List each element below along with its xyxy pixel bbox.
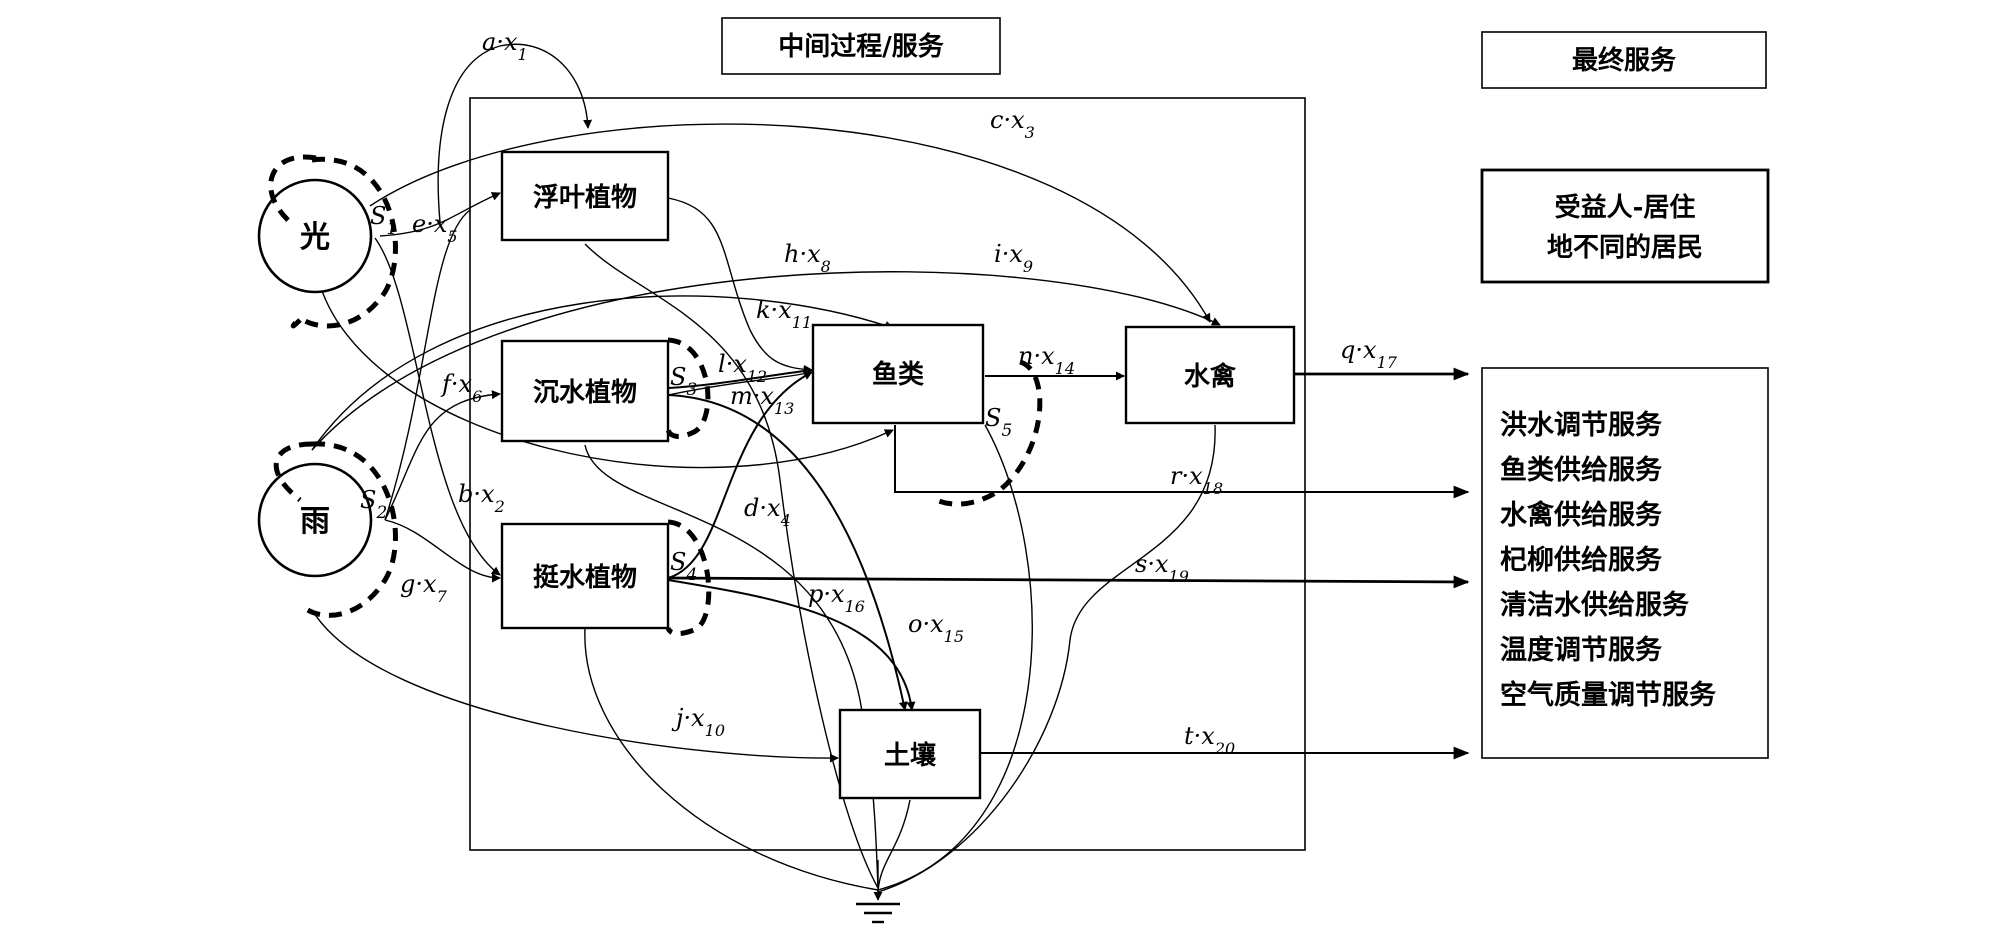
store-s4-arc [665,519,712,637]
emergent-plants-node: 挺水植物 [500,522,670,630]
beneficiary-line2: 地不同的居民 [1547,232,1703,263]
service-item: 洪水调节服务 [1500,410,1662,441]
flow-label-b: b·x2 [458,480,505,516]
soil-label: 土壤 [884,740,937,771]
intermediate-process-frame [469,97,1306,851]
store-s2-arc [300,441,398,618]
store-s1-arc [298,156,398,329]
rain-source: 雨 [257,462,373,578]
store-s1-label: S1 [370,202,397,239]
soil-node: 土壤 [838,708,982,800]
service-item: 水禽供给服务 [1500,499,1662,531]
flow-label-g: g·x7 [400,570,448,606]
floating-plants-node: 浮叶植物 [500,150,670,242]
flow-label-m: m·x13 [730,382,794,418]
flow-label-e: e·x5 [412,210,458,246]
store-s2-arc-left [273,441,313,502]
flow-label-t: t·x20 [1184,722,1235,758]
flow-label-a: a·x1 [482,28,528,64]
service-item: 空气质量调节服务 [1500,679,1716,711]
store-s5-label: S5 [985,404,1012,441]
service-item: 清洁水供给服务 [1500,590,1689,621]
beneficiary-box: 受益人-居住 地不同的居民 [1480,168,1770,284]
store-s5-arc [930,359,1043,507]
ground-sink-icon [856,902,900,924]
flow-label-o: o·x15 [908,610,964,646]
final-services-box: 洪水调节服务鱼类供给服务水禽供给服务杞柳供给服务清洁水供给服务温度调节服务空气质… [1481,367,1769,759]
light-source: 光 [257,178,373,294]
flow-label-n: n·x14 [1018,342,1075,378]
service-item: 杞柳供给服务 [1500,545,1662,576]
flow-label-c: c·x3 [990,106,1035,142]
thin-flow-lines [311,43,1221,901]
storage-arcs [268,154,1043,637]
flow-label-s: s·x19 [1135,550,1189,586]
header-intermediate-label: 中间过程/服务 [778,32,944,62]
store-s2-label: S2 [360,486,387,523]
waterfowl-node: 水禽 [1124,325,1296,425]
service-item: 温度调节服务 [1500,634,1662,666]
flow-label-k: k·x11 [756,296,812,332]
flow-label-r: r·x18 [1170,462,1223,498]
header-final-label: 最终服务 [1572,45,1676,76]
store-labels: S1 S2 S3 S4 S5 [360,202,1012,585]
services-list: 洪水调节服务鱼类供给服务水禽供给服务杞柳供给服务清洁水供给服务温度调节服务空气质… [1500,410,1716,711]
submerged-plants-node: 沉水植物 [500,339,670,443]
fish-label: 鱼类 [872,360,924,390]
fish-node: 鱼类 [811,323,985,425]
flow-labels: a·x1 c·x3 e·x5 f·x6 b·x2 g·x7 h·x8 i·x9 k·x11 l·x… [400,28,1398,758]
flow-label-i: i·x9 [994,240,1033,276]
header-intermediate: 中间过程/服务 [721,17,1001,75]
light-source-label: 光 [300,220,330,255]
beneficiary-line1: 受益人-居住 [1555,192,1696,223]
waterfowl-label: 水禽 [1184,361,1237,392]
floating-plants-label: 浮叶植物 [533,183,637,213]
service-item: 鱼类供给服务 [1500,455,1662,486]
flow-label-d: d·x4 [744,494,791,530]
flow-label-p: p·x16 [808,580,865,616]
submerged-plants-label: 沉水植物 [533,378,637,408]
store-s3-arc [665,337,711,439]
flow-label-h: h·x8 [784,240,831,276]
store-s1-arc-left [268,154,317,329]
store-s4-label: S4 [670,548,697,585]
flow-label-j: j·x10 [671,704,725,740]
store-s3-label: S3 [670,363,697,400]
emergent-plants-label: 挺水植物 [533,563,637,593]
header-final: 最终服务 [1481,31,1767,89]
rain-source-label: 雨 [300,504,330,539]
thick-flow-lines [667,366,1470,760]
flow-label-q: q·x17 [1340,336,1398,372]
flow-label-f: f·x6 [440,370,482,406]
flow-label-l: l·x12 [718,350,767,386]
